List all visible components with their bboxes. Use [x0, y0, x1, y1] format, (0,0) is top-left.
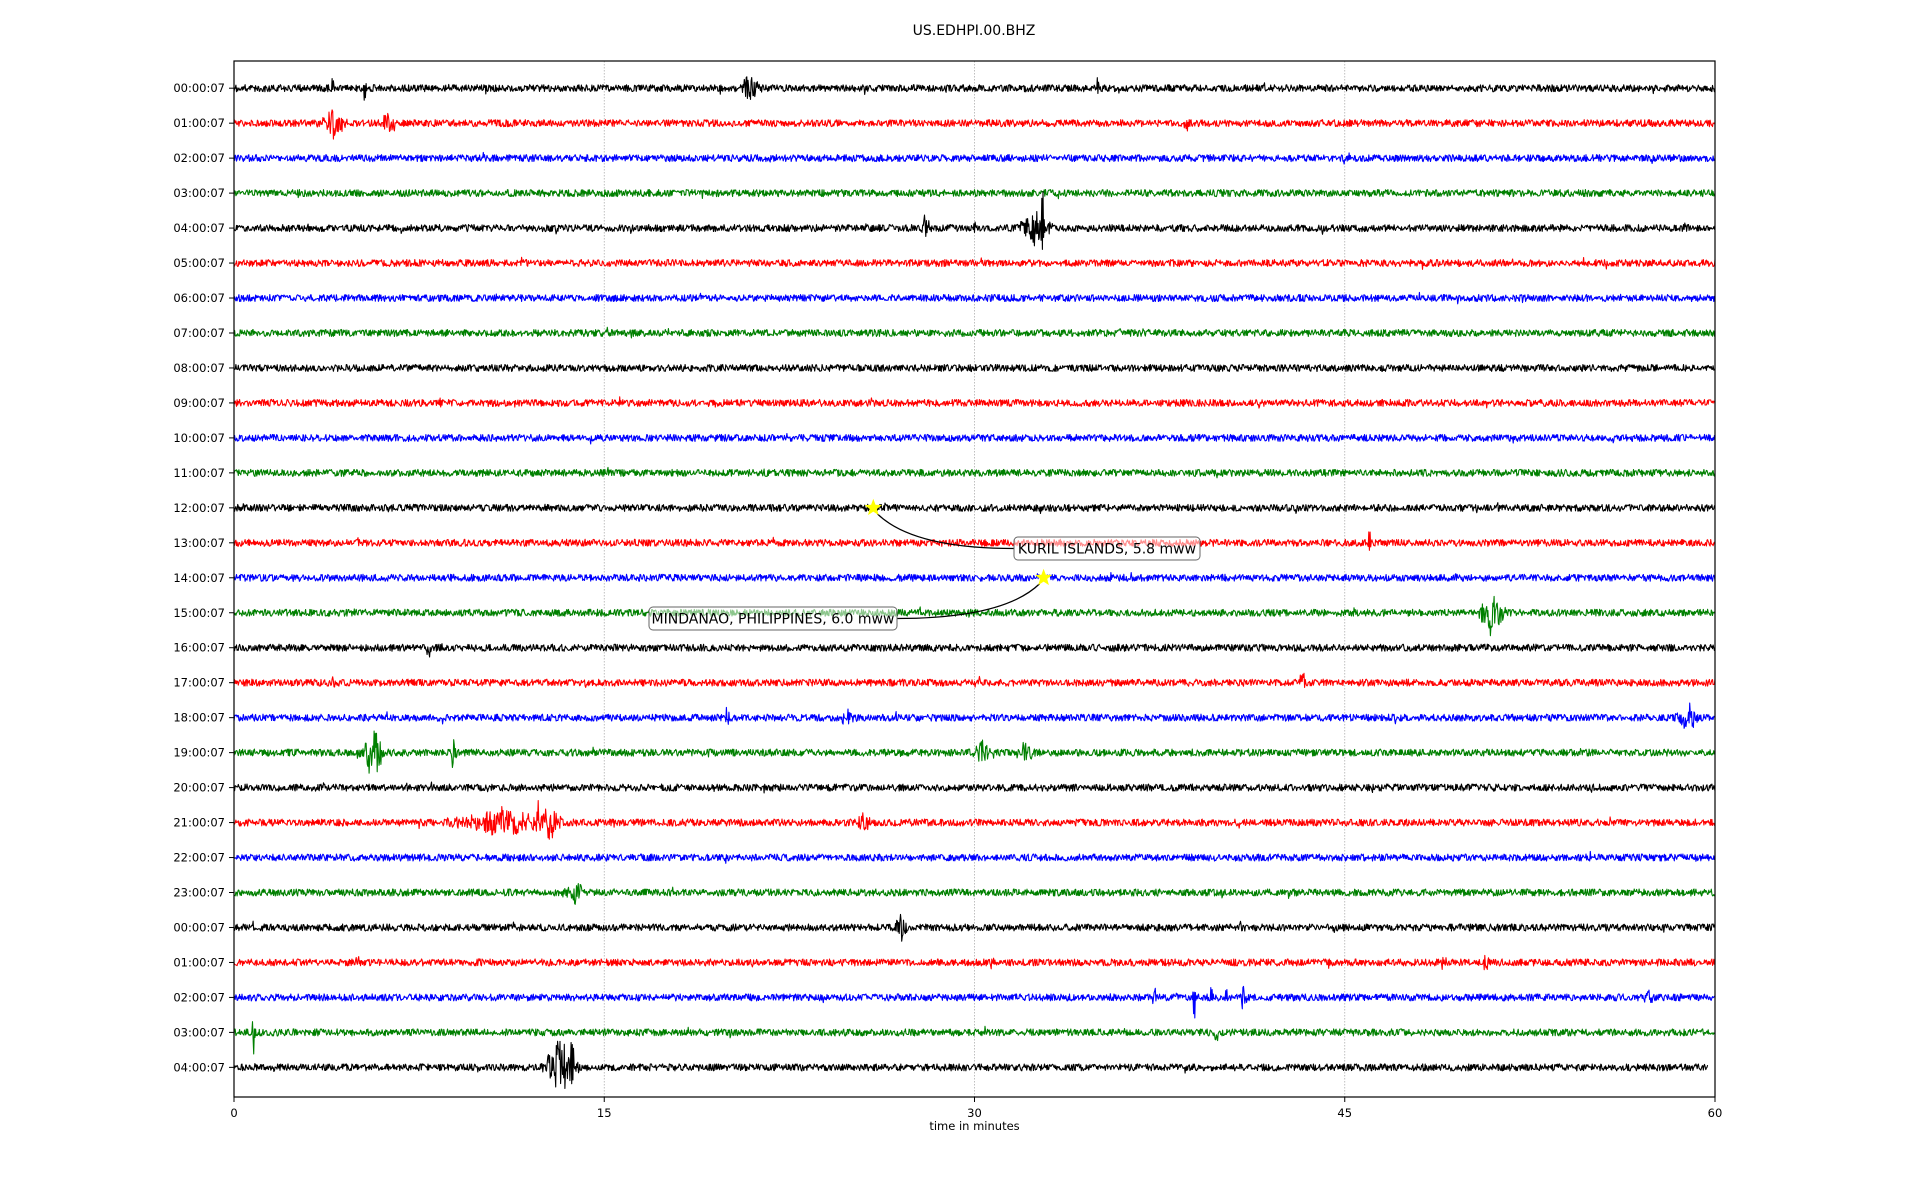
y-tick-label: 17:00:07 [173, 676, 225, 690]
y-tick-label: 02:00:07 [173, 990, 225, 1004]
x-tick-label: 0 [230, 1106, 237, 1120]
trace-row-16 [233, 643, 1716, 658]
event-label: KURIL ISLANDS, 5.8 mww [1018, 542, 1196, 558]
trace-row-18 [233, 702, 1716, 729]
trace-row-5 [233, 256, 1716, 270]
traces [233, 76, 1716, 1090]
y-tick-label: 11:00:07 [173, 466, 225, 480]
trace-row-9 [233, 396, 1716, 409]
trace-row-22 [233, 850, 1716, 864]
trace-row-6 [233, 291, 1716, 305]
trace-row-21 [233, 800, 1716, 840]
y-tick-label: 00:00:07 [173, 920, 225, 934]
trace-row-2 [233, 151, 1716, 165]
trace-row-19 [233, 730, 1716, 774]
trace-row-15 [233, 595, 1716, 637]
y-tick-label: 00:00:07 [173, 81, 225, 95]
y-tick-label: 01:00:07 [173, 955, 225, 969]
chart-title: US.EDHPI.00.BHZ [913, 23, 1036, 39]
trace-row-17 [233, 672, 1716, 689]
y-tick-label: 10:00:07 [173, 431, 225, 445]
trace-row-13 [233, 531, 1716, 551]
trace-row-14 [233, 571, 1716, 582]
y-tick-label: 16:00:07 [173, 641, 225, 655]
annotation-box [1013, 536, 1201, 561]
y-tick-label: 03:00:07 [173, 1025, 225, 1039]
event-star-icon [1035, 568, 1053, 586]
trace-row-3 [233, 189, 1716, 200]
x-tick-label: 30 [967, 1106, 982, 1120]
y-tick-label: 07:00:07 [173, 326, 225, 340]
x-axis-label: time in minutes [929, 1119, 1019, 1133]
event-star-icon [864, 498, 882, 516]
plot-frame [233, 60, 1716, 1098]
y-tick-label: 21:00:07 [173, 816, 225, 830]
y-tick-label: 02:00:07 [173, 151, 225, 165]
trace-row-24 [233, 913, 1716, 942]
y-tick-label: 09:00:07 [173, 396, 225, 410]
trace-row-8 [233, 363, 1716, 373]
trace-row-4 [233, 191, 1716, 250]
y-tick-label: 19:00:07 [173, 746, 225, 760]
x-tick-label: 60 [1708, 1106, 1723, 1120]
trace-row-25 [233, 954, 1716, 971]
trace-row-0 [233, 76, 1716, 101]
annotation-box [648, 606, 898, 631]
y-tick-label: 22:00:07 [173, 851, 225, 865]
trace-row-27 [233, 1021, 1715, 1055]
y-tick-label: 18:00:07 [173, 711, 225, 725]
y-tick-label: 14:00:07 [173, 571, 225, 585]
y-axis: 00:00:07 01:00:07 02:00:07 03:00:07 04:00:07… [173, 81, 234, 1074]
trace-row-7 [233, 326, 1716, 339]
y-tick-label: 03:00:07 [173, 186, 225, 200]
trace-row-1 [233, 109, 1716, 140]
annotation-connector [876, 513, 1015, 550]
trace-row-23 [233, 883, 1716, 905]
y-tick-label: 23:00:07 [173, 886, 225, 900]
y-tick-label: 01:00:07 [173, 116, 225, 130]
x-axis: 0 15 30 45 60 [230, 1097, 1722, 1120]
y-tick-label: 15:00:07 [173, 606, 225, 620]
y-tick-label: 06:00:07 [173, 291, 225, 305]
y-tick-label: 05:00:07 [173, 256, 225, 270]
trace-row-11 [233, 466, 1716, 479]
y-tick-label: 08:00:07 [173, 361, 225, 375]
y-tick-label: 20:00:07 [173, 781, 225, 795]
y-tick-label: 04:00:07 [173, 1060, 225, 1074]
y-tick-label: 04:00:07 [173, 221, 225, 235]
trace-row-12 [233, 502, 1716, 515]
event-label: MINDANAO, PHILIPPINES, 6.0 mww [652, 612, 895, 628]
annotation-connector [896, 583, 1041, 620]
trace-row-20 [233, 781, 1716, 794]
trace-row-10 [233, 432, 1716, 445]
x-tick-label: 45 [1337, 1106, 1352, 1120]
y-tick-label: 13:00:07 [173, 536, 225, 550]
y-tick-label: 12:00:07 [173, 501, 225, 515]
x-tick-label: 15 [597, 1106, 612, 1120]
trace-row-26 [233, 985, 1716, 1019]
trace-row-28 [233, 1040, 1709, 1090]
